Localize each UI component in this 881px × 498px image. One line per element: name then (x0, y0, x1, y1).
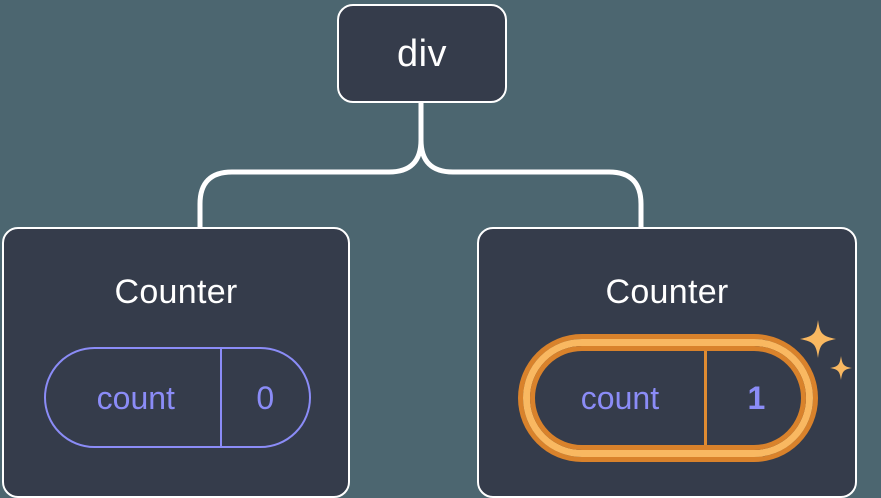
edge-div-to-right-counter (418, 100, 644, 231)
node-div-label: div (396, 32, 448, 75)
state-value-left: 0 (219, 349, 309, 446)
state-pill-left-body: count 0 (44, 347, 311, 448)
state-key-right: count (580, 380, 660, 416)
state-value-right: 1 (703, 346, 806, 450)
state-key-left: count (96, 379, 175, 416)
node-counter-left-label: Counter (114, 273, 238, 311)
state-pill-right[interactable]: count 1 (523, 339, 813, 457)
state-pill-left[interactable]: count 0 (44, 347, 311, 448)
node-counter-right[interactable]: Counter count 1 (477, 227, 857, 498)
node-counter-left[interactable]: Counter count 0 (2, 227, 350, 498)
node-div[interactable]: div (337, 4, 507, 103)
state-pill-right-body: count 1 (523, 339, 813, 457)
node-counter-right-label: Counter (605, 273, 729, 311)
edge-div-to-left-counter (197, 100, 424, 231)
